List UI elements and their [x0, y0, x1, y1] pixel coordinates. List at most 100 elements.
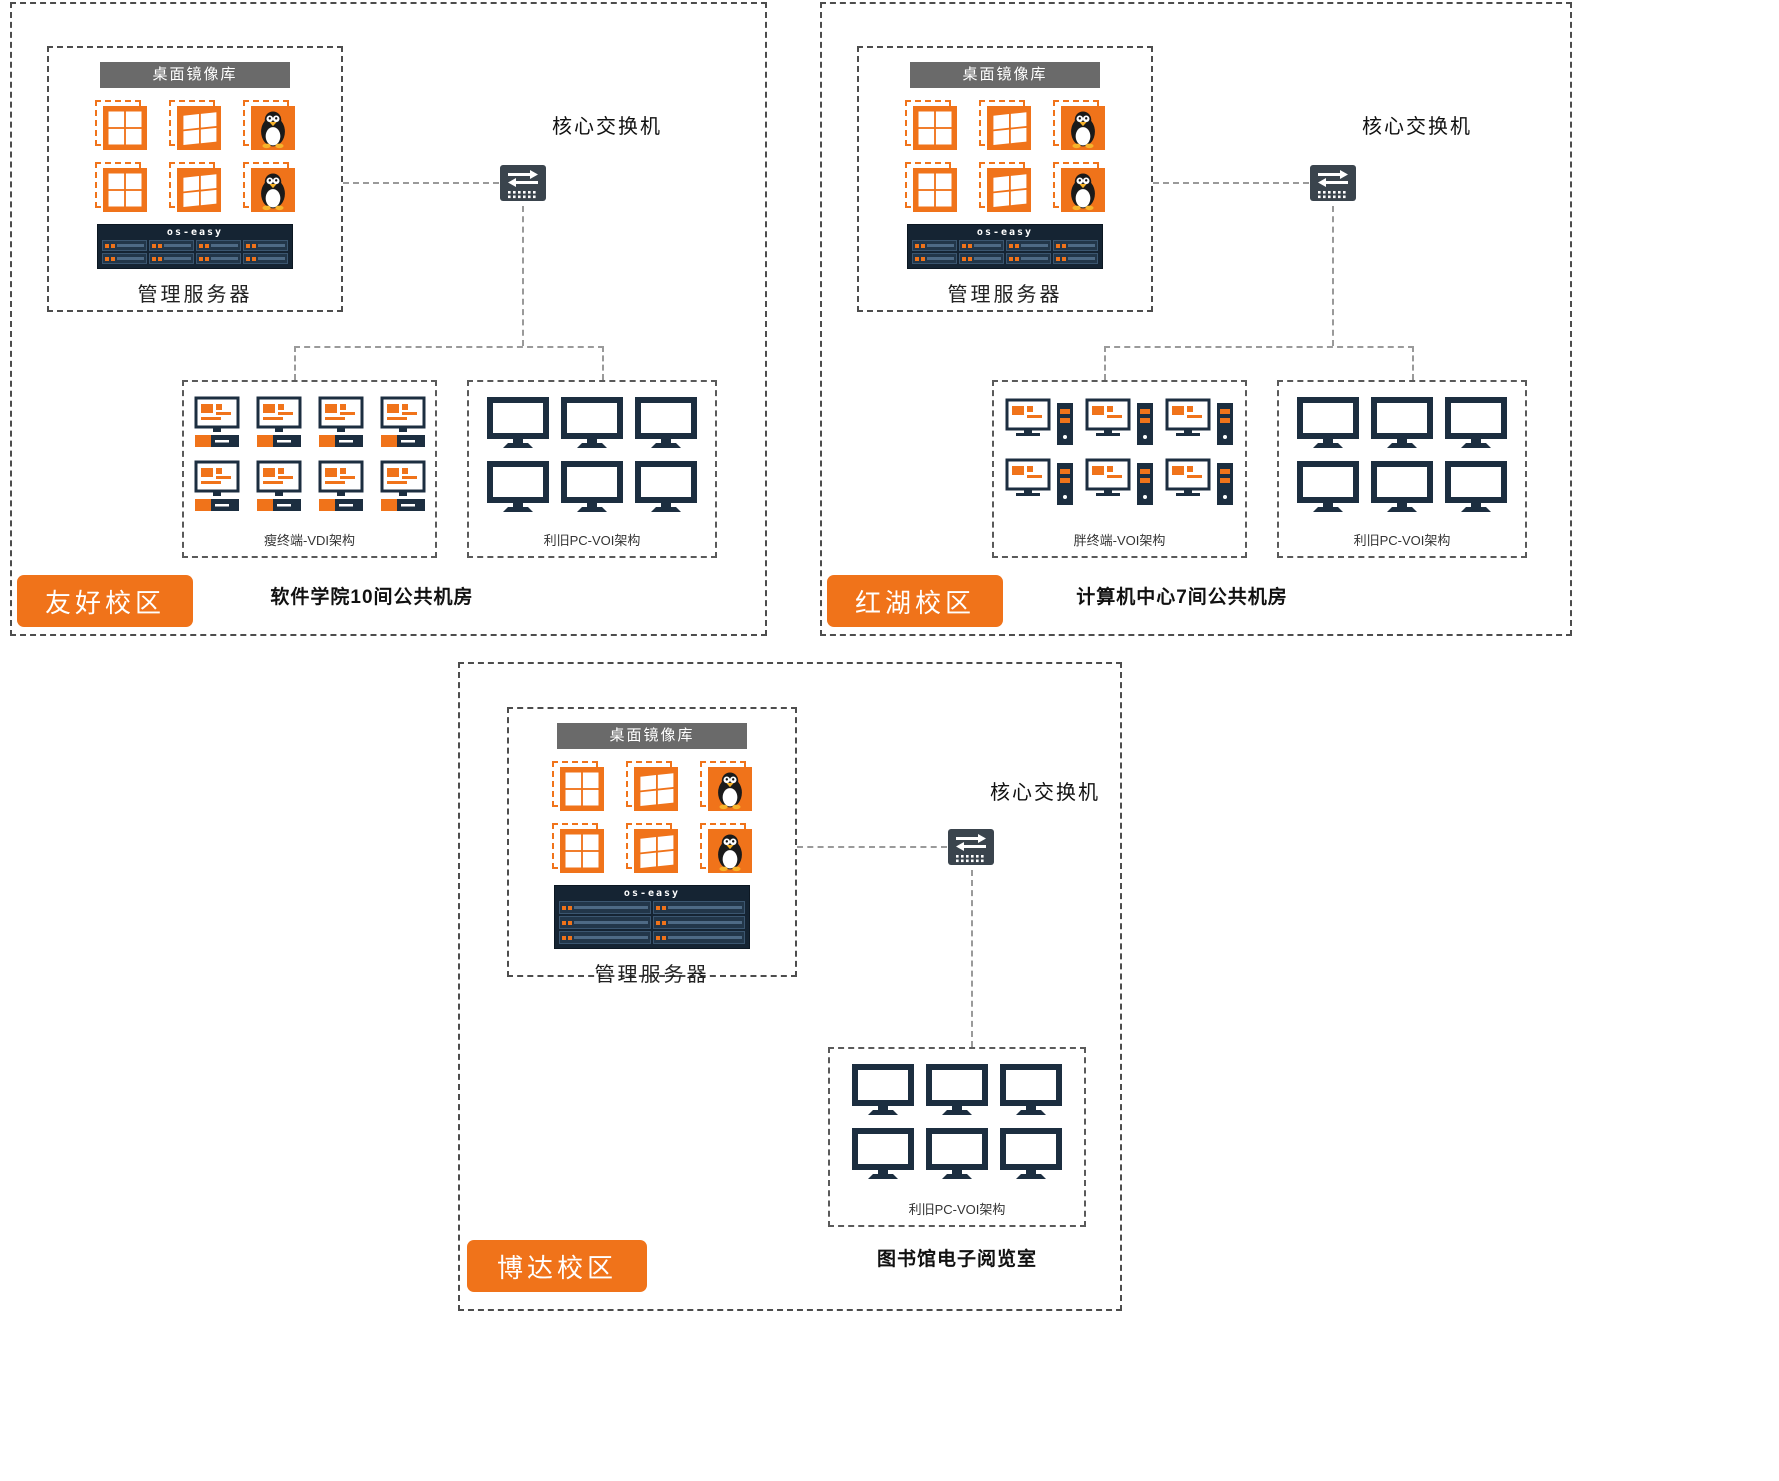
thin-terminal-icon: [375, 459, 431, 517]
rack-slots: [102, 240, 288, 264]
old-pc-group: 利旧PC-VOI架构: [467, 380, 717, 558]
monitor-icon: [851, 1063, 915, 1117]
core-switch-label: 核心交换机: [990, 782, 1100, 804]
thin-terminal-icon: [189, 395, 245, 453]
os-image-grid: [552, 761, 752, 873]
windows-classic-icon: [169, 162, 221, 212]
connector-line: [294, 346, 604, 348]
management-server-box: 桌面镜像库 os-easy 管理服务器: [507, 707, 797, 986]
zone-caption: 计算机中心7间公共机房: [1076, 587, 1288, 608]
connector-line: [602, 346, 604, 380]
fat-terminal-icon: [1163, 455, 1237, 509]
thin-terminal-group: 瘦终端-VDI架构: [182, 380, 437, 558]
group-label: 瘦终端-VDI架构: [263, 533, 355, 548]
zone-caption: 图书馆电子阅览室: [876, 1249, 1037, 1270]
desktop-image-library-header: 桌面镜像库: [557, 723, 747, 749]
management-server-label: 管理服务器: [594, 964, 710, 986]
rack-brand: os-easy: [623, 888, 681, 899]
zone-tag-honghu: 红湖校区: [827, 575, 1003, 627]
old-pc-devices: [1279, 382, 1525, 514]
zone-boda: 桌面镜像库 os-easy 管理服务器 核心交换机: [458, 662, 1122, 1311]
connector-line: [1104, 346, 1414, 348]
fat-terminal-group: 胖终端-VOI架构: [992, 380, 1247, 558]
management-server-label: 管理服务器: [137, 284, 253, 306]
group-label: 利旧PC-VOI架构: [908, 1202, 1006, 1217]
connector-line: [1104, 346, 1106, 380]
connector-line: [1153, 182, 1309, 184]
connector-line: [1412, 346, 1414, 380]
thin-terminal-icon: [251, 395, 307, 453]
core-switch-icon: [947, 822, 995, 870]
windows-classic-icon: [626, 823, 678, 873]
core-switch-icon: [499, 158, 547, 206]
linux-icon: [700, 761, 752, 811]
windows-icon: [552, 761, 604, 811]
monitor-icon: [560, 460, 624, 514]
windows-classic-icon: [626, 761, 678, 811]
linux-icon: [700, 823, 752, 873]
group-label: 利旧PC-VOI架构: [543, 533, 641, 548]
monitor-icon: [634, 396, 698, 450]
zone-tag-youhao: 友好校区: [17, 575, 193, 627]
thin-terminal-icon: [375, 395, 431, 453]
monitor-icon: [1444, 460, 1508, 514]
fat-terminal-icon: [1003, 395, 1077, 449]
fat-terminal-icon: [1003, 455, 1077, 509]
monitor-icon: [999, 1127, 1063, 1181]
desktop-image-library-header: 桌面镜像库: [100, 62, 290, 88]
monitor-icon: [1296, 396, 1360, 450]
management-server-label: 管理服务器: [947, 284, 1063, 306]
monitor-icon: [1444, 396, 1508, 450]
windows-classic-icon: [979, 162, 1031, 212]
connector-line: [1332, 206, 1334, 346]
desktop-image-library-header: 桌面镜像库: [910, 62, 1100, 88]
fat-terminal-icon: [1163, 395, 1237, 449]
monitor-icon: [999, 1063, 1063, 1117]
connector-line: [343, 182, 499, 184]
old-pc-group: 利旧PC-VOI架构: [1277, 380, 1527, 558]
zone-honghu: 桌面镜像库 os-easy 管理服务器 核心交换机: [820, 2, 1572, 636]
old-pc-group: 利旧PC-VOI架构: [828, 1047, 1086, 1227]
windows-icon: [552, 823, 604, 873]
thin-terminal-icon: [313, 459, 369, 517]
rack-slots: [912, 240, 1098, 264]
rack-brand: os-easy: [166, 227, 224, 238]
group-label: 胖终端-VOI架构: [1073, 533, 1166, 548]
windows-icon: [905, 162, 957, 212]
management-server-box: 桌面镜像库 os-easy 管理服务器: [47, 46, 343, 312]
group-label: 利旧PC-VOI架构: [1353, 533, 1451, 548]
monitor-icon: [925, 1127, 989, 1181]
fat-terminal-icon: [1083, 395, 1157, 449]
windows-classic-icon: [169, 100, 221, 150]
monitor-icon: [560, 396, 624, 450]
server-rack: os-easy: [907, 224, 1103, 269]
windows-icon: [905, 100, 957, 150]
monitor-icon: [1296, 460, 1360, 514]
rack-slots: [559, 901, 745, 944]
windows-icon: [95, 100, 147, 150]
connector-line: [797, 846, 947, 848]
windows-classic-icon: [979, 100, 1031, 150]
fat-terminal-devices: [994, 382, 1245, 509]
zone-caption: 软件学院10间公共机房: [270, 587, 474, 608]
management-server-box: 桌面镜像库 os-easy 管理服务器: [857, 46, 1153, 312]
linux-icon: [1053, 162, 1105, 212]
monitor-icon: [1370, 396, 1434, 450]
monitor-icon: [486, 396, 550, 450]
thin-terminal-icon: [189, 459, 245, 517]
linux-icon: [243, 100, 295, 150]
connector-line: [971, 870, 973, 1047]
thin-terminal-icon: [251, 459, 307, 517]
thin-terminal-devices: [184, 382, 435, 517]
monitor-icon: [851, 1127, 915, 1181]
old-pc-devices: [469, 382, 715, 514]
server-rack: os-easy: [97, 224, 293, 269]
os-image-grid: [95, 100, 295, 212]
zone-tag-boda: 博达校区: [467, 1240, 647, 1292]
linux-icon: [243, 162, 295, 212]
windows-icon: [95, 162, 147, 212]
monitor-icon: [634, 460, 698, 514]
server-rack: os-easy: [554, 885, 750, 949]
connector-line: [294, 346, 296, 380]
